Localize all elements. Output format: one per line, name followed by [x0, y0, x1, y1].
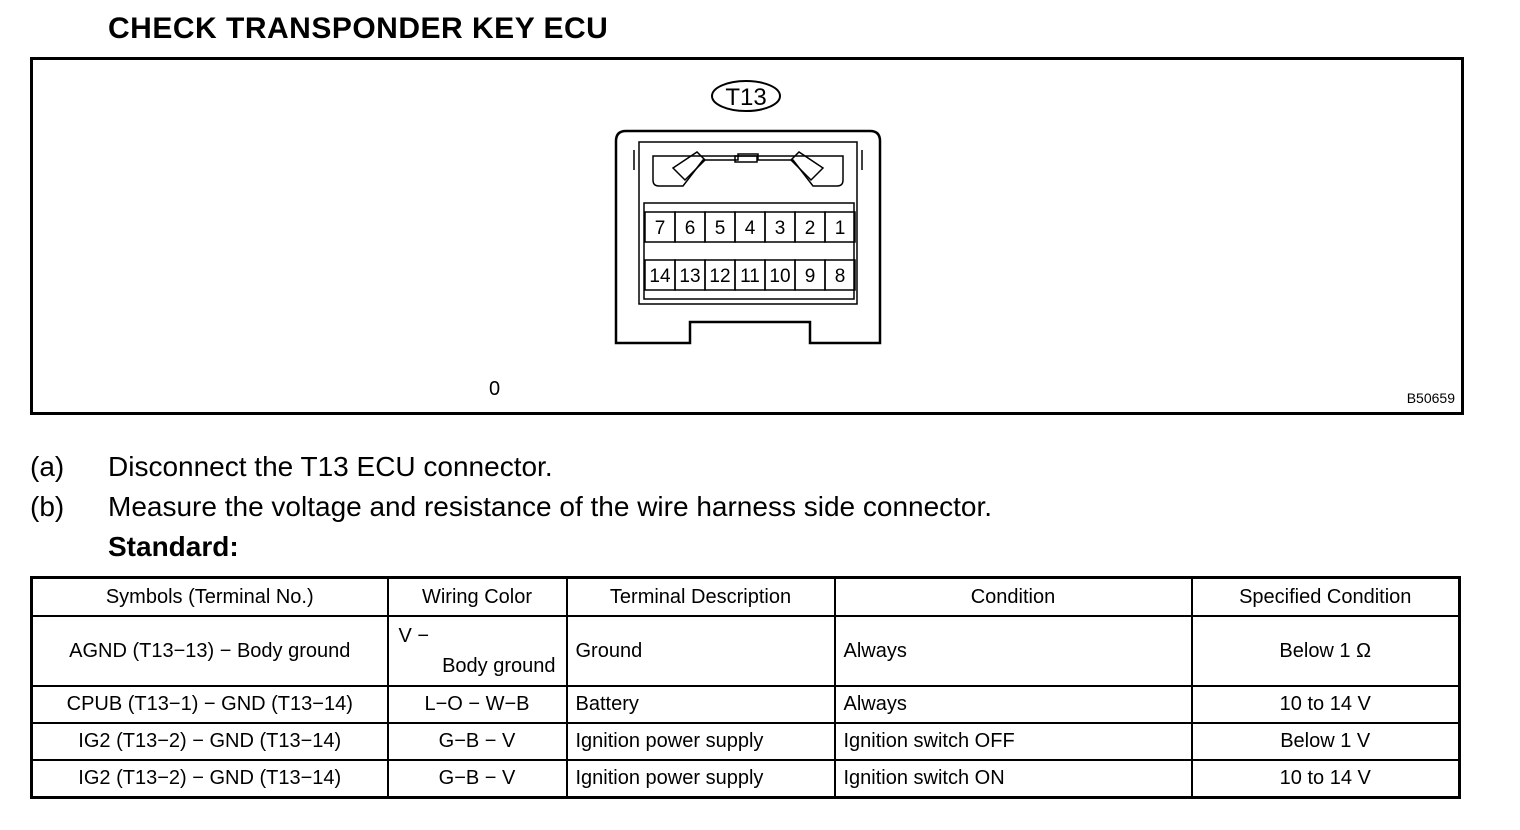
wiring-color-cell: V − Body ground	[386, 615, 568, 687]
terminal-block	[643, 202, 855, 300]
standard-label: Standard:	[108, 531, 239, 562]
header-specified-condition: Specified Condition	[1190, 576, 1461, 617]
table-header-row: Symbols (Terminal No.) Wiring Color Term…	[30, 576, 1461, 617]
terminal-number: 11	[740, 266, 760, 287]
connector-label: T13	[725, 84, 766, 111]
symbol-cell: IG2 (T13−2) − GND (T13−14)	[30, 759, 389, 799]
terminal-number: 13	[679, 266, 700, 287]
standard-table: Symbols (Terminal No.) Wiring Color Term…	[30, 576, 1461, 799]
table-row: AGND (T13−13) − Body ground V − Body gro…	[30, 615, 1461, 687]
step-text: Disconnect the T13 ECU connector.	[108, 451, 553, 482]
terminal-pin-1	[824, 211, 856, 243]
connector-body	[614, 129, 882, 345]
header-condition: Condition	[833, 576, 1193, 617]
symbol-cell: CPUB (T13−1) − GND (T13−14)	[30, 685, 389, 724]
table-row: IG2 (T13−2) − GND (T13−14) G−B − V Ignit…	[30, 759, 1461, 799]
terminal-number: 10	[769, 266, 790, 287]
wiring-color-line: V −	[398, 625, 430, 647]
terminal-number: 6	[685, 218, 696, 239]
step-label: (b)	[30, 491, 65, 522]
wiring-color-cell: G−B − V	[386, 759, 568, 799]
description-cell: Ground	[565, 615, 836, 687]
terminal-number: 3	[775, 218, 786, 239]
table-row: CPUB (T13−1) − GND (T13−14) L−O − W−B Ba…	[30, 685, 1461, 724]
spec-cell: Below 1 Ω	[1190, 615, 1461, 687]
terminal-number: 7	[655, 218, 666, 239]
description-cell: Battery	[565, 685, 836, 724]
step-a: (a) Disconnect the T13 ECU connector.	[30, 451, 553, 483]
wiring-color-cell: G−B − V	[386, 722, 568, 761]
terminal-number: 4	[745, 218, 756, 239]
terminal-number: 14	[649, 266, 671, 287]
wiring-color-cell: L−O − W−B	[386, 685, 568, 724]
header-symbols: Symbols (Terminal No.)	[30, 576, 389, 617]
symbol-cell: AGND (T13−13) − Body ground	[30, 615, 389, 687]
description-cell: Ignition power supply	[565, 759, 836, 799]
terminal-number: 5	[715, 218, 726, 239]
condition-cell: Always	[833, 615, 1193, 687]
terminal-number: 9	[805, 266, 816, 287]
terminal-number: 8	[835, 266, 846, 287]
condition-cell: Ignition switch ON	[833, 759, 1193, 799]
terminal-pin-8	[824, 259, 856, 291]
condition-cell: Always	[833, 685, 1193, 724]
spec-cell: 10 to 14 V	[1190, 759, 1461, 799]
condition-cell: Ignition switch OFF	[833, 722, 1193, 761]
page-title: CHECK TRANSPONDER KEY ECU	[108, 12, 609, 45]
header-wiring-color: Wiring Color	[386, 576, 568, 617]
connector-inner	[638, 141, 858, 305]
terminal-number: 2	[805, 218, 816, 239]
symbol-cell: IG2 (T13−2) − GND (T13−14)	[30, 722, 389, 761]
wiring-color-line: Body ground	[442, 655, 556, 677]
table-row: IG2 (T13−2) − GND (T13−14) G−B − V Ignit…	[30, 722, 1461, 761]
figure-code: B50659	[1406, 390, 1455, 406]
figure-note: 0	[489, 378, 501, 400]
header-terminal-description: Terminal Description	[565, 576, 836, 617]
step-b: (b) Measure the voltage and resistance of…	[30, 491, 992, 523]
spec-cell: 10 to 14 V	[1190, 685, 1461, 724]
description-cell: Ignition power supply	[565, 722, 836, 761]
connector-latch	[652, 153, 844, 187]
connector-label-oval	[711, 80, 781, 112]
spec-cell: Below 1 V	[1190, 722, 1461, 761]
terminal-number: 1	[835, 218, 846, 239]
terminal-number: 12	[709, 266, 730, 287]
step-label: (a)	[30, 451, 65, 482]
step-text: Measure the voltage and resistance of th…	[108, 491, 993, 522]
